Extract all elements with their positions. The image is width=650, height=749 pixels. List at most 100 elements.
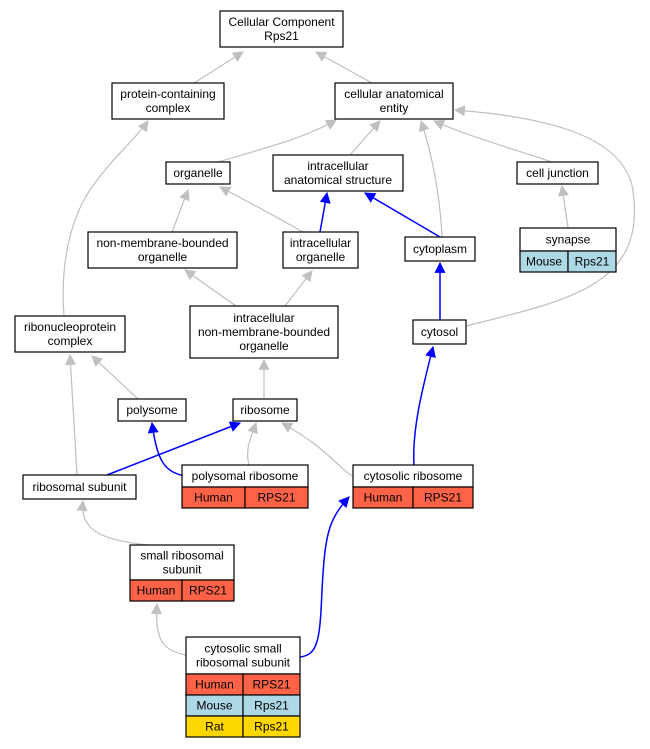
node-polysome[interactable]: polysome bbox=[117, 398, 187, 422]
edge-is-a-nmbo-to-organelle bbox=[171, 188, 190, 233]
node-box bbox=[129, 544, 235, 581]
node-label-line: ribosomal subunit bbox=[32, 480, 127, 494]
edge-part-of-io-to-ias bbox=[319, 191, 331, 233]
gene-label: RPS21 bbox=[189, 584, 227, 598]
node-box bbox=[117, 398, 187, 422]
node-ribosome[interactable]: ribosome bbox=[232, 398, 298, 422]
node-box bbox=[219, 10, 344, 48]
node-rs[interactable]: ribosomal subunit bbox=[22, 474, 137, 500]
node-label-line: cellular anatomical bbox=[344, 87, 443, 101]
node-label-line: Rps21 bbox=[264, 29, 299, 43]
edge-is-a-organelle-to-cae bbox=[217, 119, 337, 163]
node-box bbox=[516, 161, 599, 185]
gene-label: Rps21 bbox=[575, 255, 610, 269]
edge-part-of-cr-to-cytosol bbox=[412, 345, 436, 466]
edge-part-of-pr-to-polysome bbox=[147, 421, 186, 477]
node-box bbox=[412, 319, 467, 345]
node-label-line: small ribosomal bbox=[140, 549, 223, 563]
edge-part-of-cssrs-to-cr bbox=[299, 496, 350, 658]
edge-is-a-synapse-to-cj bbox=[557, 184, 569, 229]
edge-is-a-cytosol-to-cae bbox=[453, 105, 636, 327]
edge-is-a-inmbo-to-nmbo bbox=[184, 269, 237, 307]
node-cj[interactable]: cell junction bbox=[516, 161, 599, 185]
node-box bbox=[189, 305, 339, 359]
node-box bbox=[87, 231, 238, 269]
species-label: Human bbox=[195, 678, 234, 692]
gene-label: Rps21 bbox=[254, 720, 289, 734]
node-label-line: synapse bbox=[546, 233, 591, 247]
node-box bbox=[22, 474, 137, 500]
node-box bbox=[232, 398, 298, 422]
node-label-line: complex bbox=[48, 334, 93, 348]
node-box bbox=[404, 236, 476, 262]
gene-cell bbox=[242, 715, 301, 738]
node-label-line: cytosol bbox=[421, 325, 458, 339]
edge-is-a-io-to-organelle bbox=[219, 186, 304, 233]
node-label-line: intracellular bbox=[290, 236, 351, 250]
edge-is-a-srs-to-rs bbox=[76, 499, 149, 546]
node-label-line: cytoplasm bbox=[413, 242, 467, 256]
gene-cell bbox=[244, 486, 309, 509]
species-label: Rat bbox=[205, 720, 224, 734]
gene-cell bbox=[412, 486, 474, 509]
gene-label: RPS21 bbox=[252, 678, 290, 692]
node-cytoplasm[interactable]: cytoplasm bbox=[404, 236, 476, 262]
node-label-line: intracellular bbox=[307, 159, 368, 173]
edge-is-a-cr-to-ribosome bbox=[281, 422, 354, 477]
node-label-line: organelle bbox=[239, 339, 289, 353]
species-label: Human bbox=[364, 491, 403, 505]
edge-is-a-cae-to-cc bbox=[315, 51, 373, 84]
node-label-line: Cellular Component bbox=[228, 15, 335, 29]
edge-is-a-cytoplasm-to-cae bbox=[418, 119, 443, 238]
species-label: Human bbox=[194, 491, 233, 505]
node-box bbox=[165, 161, 231, 185]
node-label-line: intracellular bbox=[233, 311, 294, 325]
edge-is-a-polysome-to-rnp bbox=[91, 355, 139, 400]
species-label: Human bbox=[137, 584, 176, 598]
gene-label: RPS21 bbox=[257, 491, 295, 505]
node-organelle[interactable]: organelle bbox=[165, 161, 231, 185]
node-label-line: ribosomal subunit bbox=[196, 656, 291, 670]
node-box bbox=[14, 315, 126, 353]
gene-label: RPS21 bbox=[424, 491, 462, 505]
edge-is-a-pcc-to-cc bbox=[193, 51, 244, 84]
node-label-line: ribonucleoprotein bbox=[24, 320, 116, 334]
node-box bbox=[185, 636, 301, 675]
node-label-line: ribosome bbox=[240, 403, 290, 417]
node-cytosol[interactable]: cytosol bbox=[412, 319, 467, 345]
edge-is-a-pr-to-ribosome bbox=[246, 421, 258, 466]
edge-is-a-cj-to-cae bbox=[432, 119, 553, 163]
node-label-line: entity bbox=[380, 101, 409, 115]
node-label-line: protein-containing bbox=[120, 87, 215, 101]
node-label-line: cell junction bbox=[526, 166, 589, 180]
edge-is-a-rs-to-rnp bbox=[65, 353, 78, 476]
node-label-line: non-membrane-bounded bbox=[96, 236, 228, 250]
node-label-line: cytosolic small bbox=[204, 642, 281, 656]
edge-is-a-cssrs-to-srs bbox=[150, 602, 187, 656]
node-label-line: polysome bbox=[126, 403, 178, 417]
edge-part-of-cytoplasm-to-ias bbox=[364, 192, 441, 238]
node-layer: Cellular ComponentRps21protein-containin… bbox=[14, 10, 617, 738]
node-box bbox=[272, 154, 404, 192]
node-box bbox=[111, 82, 225, 120]
node-inmbo[interactable]: intracellularnon-membrane-boundedorganel… bbox=[189, 305, 339, 359]
node-label-line: organelle bbox=[173, 166, 223, 180]
node-label-line: polysomal ribosome bbox=[192, 469, 299, 483]
node-label-line: anatomical structure bbox=[284, 173, 392, 187]
gene-cell bbox=[567, 250, 617, 273]
edge-is-a-inmbo-to-io bbox=[284, 270, 313, 307]
node-label-line: complex bbox=[146, 101, 191, 115]
